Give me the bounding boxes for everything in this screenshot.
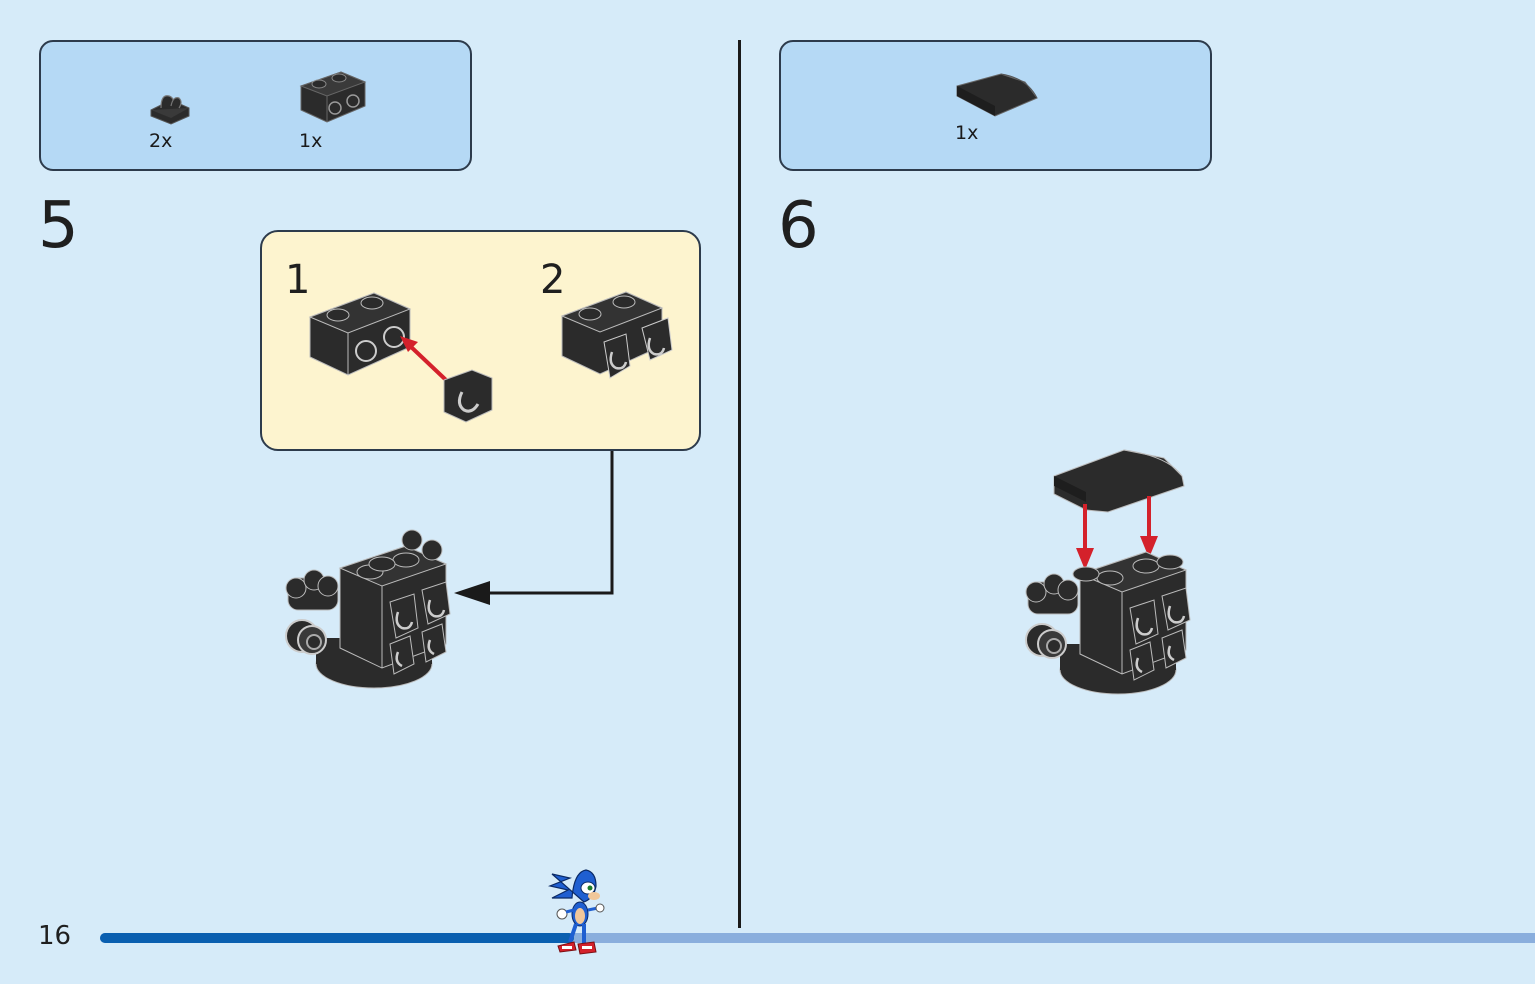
sub-step-number: 1 bbox=[285, 257, 311, 303]
page-number: 16 bbox=[38, 921, 72, 951]
red-down-arrow bbox=[1076, 504, 1094, 570]
completed-sub-assembly-illustration bbox=[560, 291, 673, 379]
brick-1x2-with-side-studs-icon bbox=[299, 71, 367, 123]
progress-fill bbox=[100, 933, 574, 943]
model-illustration-step-6 bbox=[1025, 551, 1191, 695]
red-down-arrow bbox=[1140, 496, 1158, 558]
progress-bar bbox=[100, 933, 1535, 943]
model-illustration-step-5 bbox=[285, 529, 451, 689]
part-qty: 1x bbox=[299, 130, 323, 152]
sub-step-number: 2 bbox=[540, 257, 566, 303]
sonic-progress-marker bbox=[547, 869, 605, 955]
brick-with-side-studs-illustration bbox=[308, 292, 412, 376]
clip-plate-icon bbox=[150, 95, 190, 125]
red-insert-arrow bbox=[400, 336, 448, 382]
step-number: 5 bbox=[38, 189, 79, 263]
sub-assembly-box: 1 2 bbox=[260, 230, 701, 451]
step-number: 6 bbox=[778, 189, 819, 263]
curved-slope-piece-illustration bbox=[1053, 449, 1185, 513]
parts-list-step-6: 1x bbox=[779, 40, 1212, 171]
parts-list-step-5: 2x 1x bbox=[39, 40, 472, 171]
part-qty: 2x bbox=[149, 130, 173, 152]
page-divider bbox=[738, 40, 741, 928]
callout-arrow bbox=[454, 451, 614, 605]
curved-slope-tile-icon bbox=[956, 73, 1038, 117]
part-qty: 1x bbox=[955, 122, 979, 144]
clip-piece-illustration bbox=[443, 369, 493, 423]
